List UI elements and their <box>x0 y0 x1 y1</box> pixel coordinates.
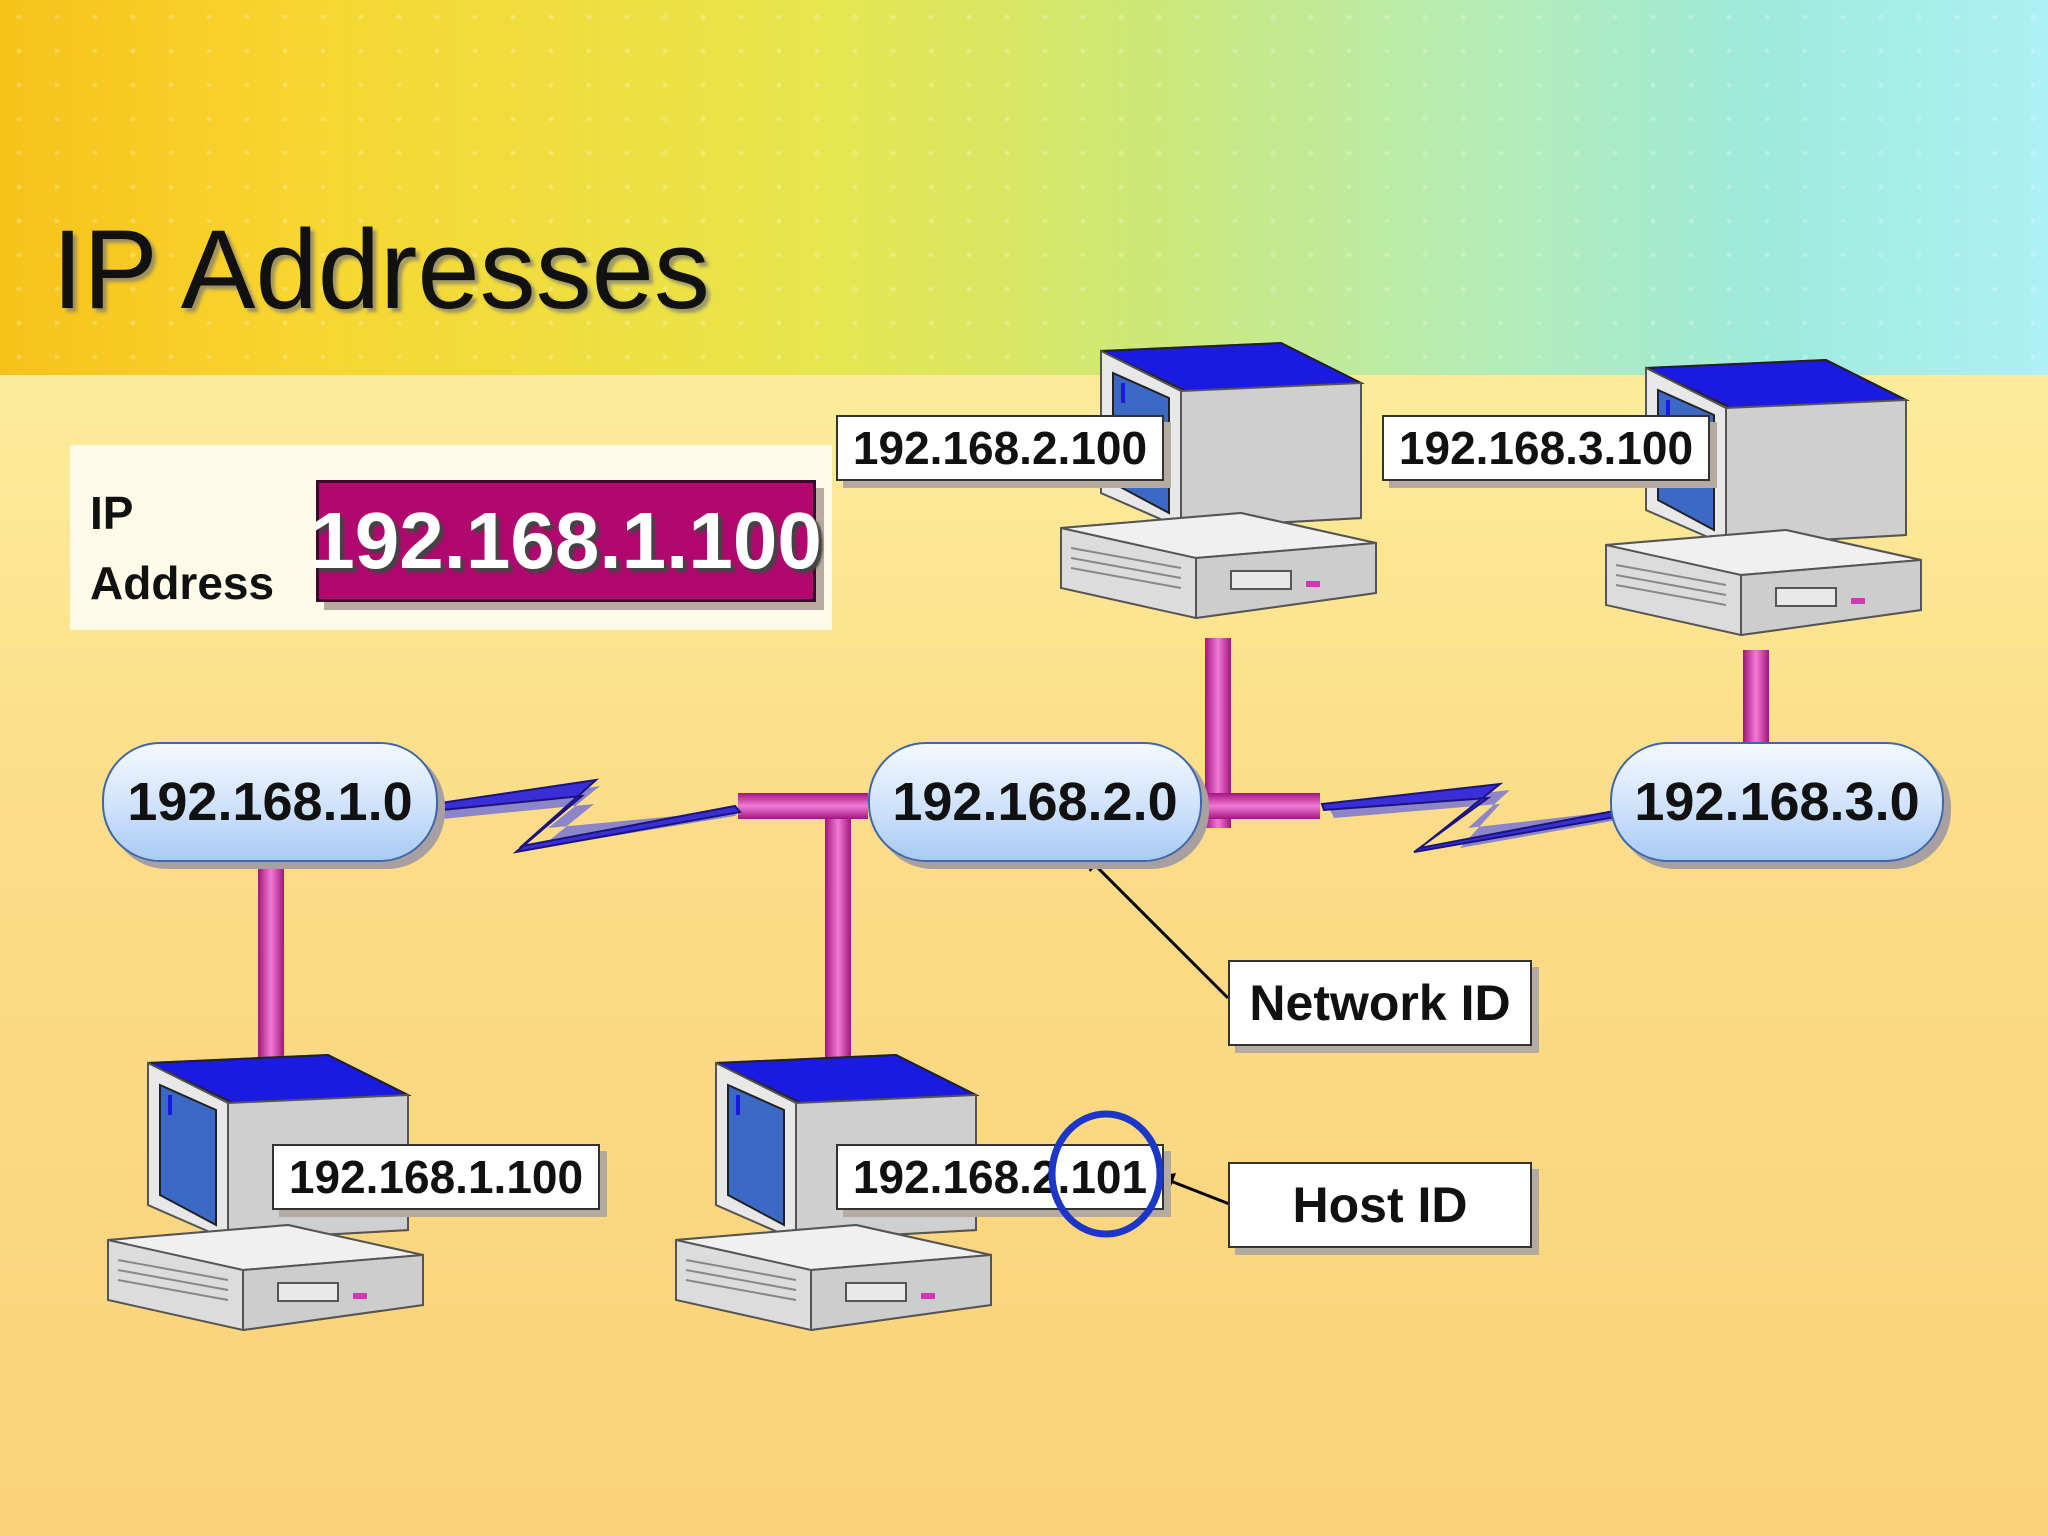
title-banner <box>0 0 2048 375</box>
arrow-icon <box>1082 852 1230 1000</box>
network-id-callout: Network ID <box>1228 960 1532 1046</box>
slide-title: IP Addresses <box>52 207 710 332</box>
host-ip-label: 192.168.2.100 <box>836 415 1164 481</box>
link-cable <box>825 808 851 1058</box>
host-ip-label: 192.168.1.100 <box>272 1144 600 1210</box>
ip-address-label: IP Address <box>90 487 275 609</box>
host-ip-label: 192.168.2.101 <box>836 1144 1164 1210</box>
network-node: 192.168.1.0 <box>102 742 438 862</box>
ip-address-value: 192.168.1.100 <box>310 480 822 602</box>
host-ip-label: 192.168.3.100 <box>1382 415 1710 481</box>
computer-icon <box>1605 359 1922 636</box>
network-node: 192.168.3.0 <box>1610 742 1944 862</box>
link-cable <box>258 858 284 1058</box>
link-cable <box>738 793 868 819</box>
lightning-link-icon <box>418 778 742 854</box>
host-id-callout: Host ID <box>1228 1162 1532 1248</box>
link-cable <box>1743 650 1769 750</box>
network-node: 192.168.2.0 <box>868 742 1202 862</box>
link-cable <box>1205 793 1320 819</box>
arrow-icon <box>1156 1173 1233 1207</box>
lightning-link-icon <box>1320 782 1646 853</box>
